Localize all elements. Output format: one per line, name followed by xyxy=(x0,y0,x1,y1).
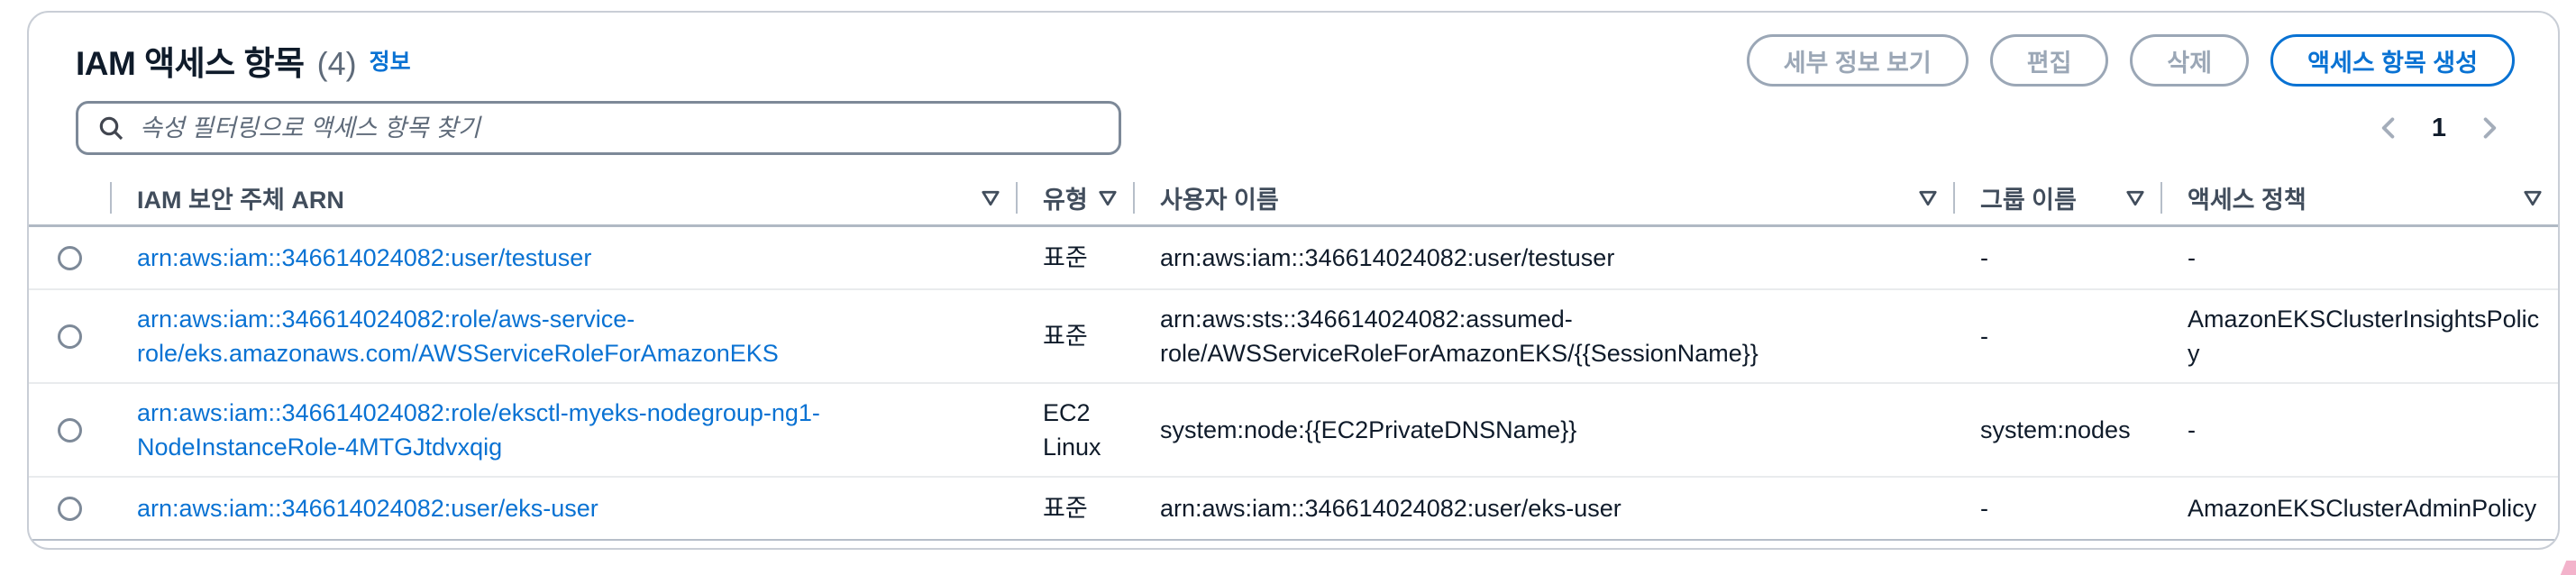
filter-triangle-down-icon[interactable] xyxy=(1917,187,1939,209)
policy-cell: AmazonEKSClusterInsightsPolicy xyxy=(2160,302,2558,370)
type-cell: EC2 Linux xyxy=(1016,396,1133,464)
arn-link[interactable]: arn:aws:iam::346614024082:user/testuser xyxy=(137,244,591,271)
arn-cell: arn:aws:iam::346614024082:role/eksctl-my… xyxy=(110,396,1016,464)
chevron-left-icon[interactable] xyxy=(2376,115,2401,141)
arn-cell: arn:aws:iam::346614024082:role/aws-servi… xyxy=(110,302,1016,370)
info-link[interactable]: 정보 xyxy=(370,44,411,77)
current-page[interactable]: 1 xyxy=(2432,114,2446,143)
username-cell: system:node:{{EC2PrivateDNSName}} xyxy=(1133,413,1953,447)
page-title: IAM 액세스 항목 xyxy=(76,36,305,85)
edit-button[interactable]: 편집 xyxy=(1990,34,2109,87)
row-radio[interactable] xyxy=(58,324,82,349)
arn-link[interactable]: arn:aws:iam::346614024082:role/aws-servi… xyxy=(137,306,779,367)
policy-cell: - xyxy=(2160,241,2558,275)
chevron-right-icon[interactable] xyxy=(2477,115,2502,141)
table-row[interactable]: arn:aws:iam::346614024082:role/aws-servi… xyxy=(29,290,2558,384)
pagination: 1 xyxy=(2376,114,2515,143)
group-cell: - xyxy=(1953,241,2160,275)
filter-triangle-down-icon[interactable] xyxy=(980,187,1001,209)
column-header-type[interactable]: 유형 xyxy=(1016,171,1133,224)
row-select-cell xyxy=(29,497,110,521)
delete-button[interactable]: 삭제 xyxy=(2130,34,2249,87)
row-select-cell xyxy=(29,418,110,443)
title-wrap: IAM 액세스 항목 (4) 정보 xyxy=(76,36,411,85)
arn-link[interactable]: arn:aws:iam::346614024082:user/eks-user xyxy=(137,495,598,522)
row-select-cell xyxy=(29,246,110,270)
action-buttons: 세부 정보 보기 편집 삭제 액세스 항목 생성 xyxy=(1747,34,2515,87)
panel-header: IAM 액세스 항목 (4) 정보 세부 정보 보기 편집 삭제 액세스 항목 … xyxy=(29,13,2558,87)
filter-triangle-down-icon[interactable] xyxy=(2124,187,2146,209)
group-cell: system:nodes xyxy=(1953,413,2160,447)
column-header-group[interactable]: 그룹 이름 xyxy=(1953,171,2160,224)
username-cell: arn:aws:iam::346614024082:user/eks-user xyxy=(1133,491,1953,525)
row-select-cell xyxy=(29,324,110,349)
group-cell: - xyxy=(1953,319,2160,353)
filter-triangle-down-icon[interactable] xyxy=(2522,187,2544,209)
arn-cell: arn:aws:iam::346614024082:user/eks-user xyxy=(110,491,1016,525)
arn-cell: arn:aws:iam::346614024082:user/testuser xyxy=(110,241,1016,275)
username-cell: arn:aws:sts::346614024082:assumed-role/A… xyxy=(1133,302,1953,370)
iam-access-entries-panel: IAM 액세스 항목 (4) 정보 세부 정보 보기 편집 삭제 액세스 항목 … xyxy=(27,11,2560,550)
create-access-entry-button[interactable]: 액세스 항목 생성 xyxy=(2270,34,2515,87)
username-cell: arn:aws:iam::346614024082:user/testuser xyxy=(1133,241,1953,275)
search-box[interactable] xyxy=(76,101,1121,155)
type-cell: 표준 xyxy=(1016,491,1133,525)
row-radio[interactable] xyxy=(58,497,82,521)
column-header-policy[interactable]: 액세스 정책 xyxy=(2160,171,2558,224)
policy-cell: AmazonEKSClusterAdminPolicy xyxy=(2160,491,2558,525)
item-count: (4) xyxy=(317,45,357,83)
table-body: arn:aws:iam::346614024082:user/testuser … xyxy=(29,227,2558,541)
view-details-button[interactable]: 세부 정보 보기 xyxy=(1747,34,1969,87)
type-cell: 표준 xyxy=(1016,319,1133,353)
policy-cell: - xyxy=(2160,413,2558,447)
toolbar: 1 xyxy=(29,101,2558,155)
row-radio[interactable] xyxy=(58,418,82,443)
table-row[interactable]: arn:aws:iam::346614024082:role/eksctl-my… xyxy=(29,384,2558,478)
table-row[interactable]: arn:aws:iam::346614024082:user/eks-user … xyxy=(29,478,2558,541)
search-icon xyxy=(96,114,125,142)
table-header-row: IAM 보안 주체 ARN 유형 사용자 이름 그룹 이름 xyxy=(29,171,2558,227)
type-cell: 표준 xyxy=(1016,241,1133,275)
table-row[interactable]: arn:aws:iam::346614024082:user/testuser … xyxy=(29,227,2558,290)
filter-triangle-down-icon[interactable] xyxy=(1097,187,1119,209)
column-header-arn[interactable]: IAM 보안 주체 ARN xyxy=(110,171,1016,224)
row-radio[interactable] xyxy=(58,246,82,270)
group-cell: - xyxy=(1953,491,2160,525)
access-entries-table: IAM 보안 주체 ARN 유형 사용자 이름 그룹 이름 xyxy=(29,171,2558,541)
arn-link[interactable]: arn:aws:iam::346614024082:role/eksctl-my… xyxy=(137,399,820,461)
search-input[interactable] xyxy=(140,114,1101,142)
column-header-username[interactable]: 사용자 이름 xyxy=(1133,171,1953,224)
